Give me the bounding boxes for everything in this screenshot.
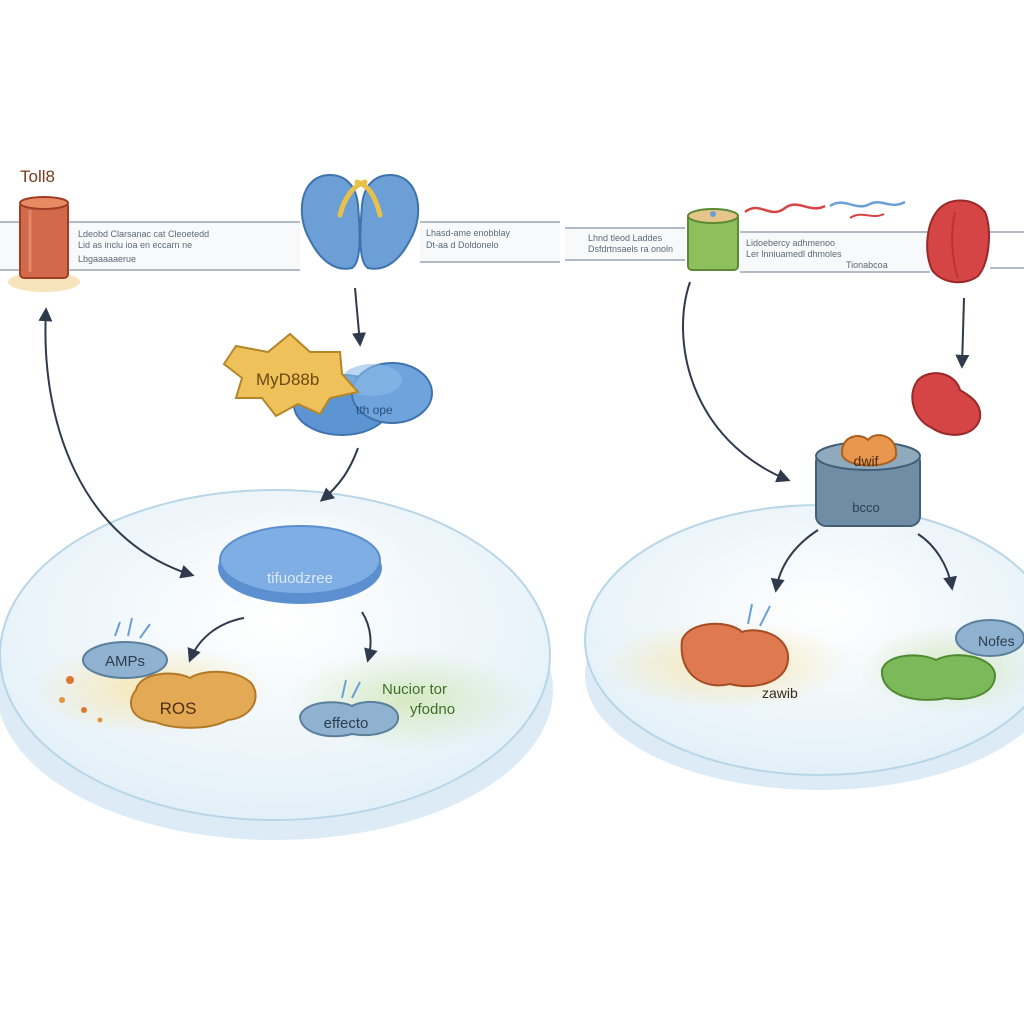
ligand-strands [744, 200, 906, 219]
effector-protein [298, 679, 400, 738]
arrows [38, 281, 970, 663]
ros-sparks [59, 676, 103, 723]
amps-protein [82, 617, 168, 679]
proteasome-complex [815, 434, 921, 527]
arrow-toll8-to-nucleus [38, 307, 195, 579]
membrane-text: Lhnd tleod Laddes [588, 233, 663, 243]
arrow-complex-to-green [917, 533, 957, 591]
green-effector [880, 654, 997, 701]
arrow-factor-to-effector [361, 611, 378, 663]
ros-protein [130, 670, 257, 729]
membrane-text: Lbgaaaaaerue [78, 254, 136, 264]
arrow-factor-to-ros [187, 617, 245, 663]
effector-note: yfodno [410, 701, 455, 718]
membrane-text: Tionabcoa [846, 260, 888, 270]
membrane-text: Dt-aa d Doldonelo [426, 240, 499, 250]
myd88-protein [222, 332, 360, 418]
proteasome-sublabel: bcco [852, 500, 879, 515]
red-receptor [926, 199, 990, 284]
membrane-text: Ler lnniuamedl dhmoles [746, 249, 842, 259]
membrane-right-a: Lhnd tleod Laddes Dsfdrtnsaels ra onoln [565, 227, 685, 261]
blue-effector [955, 619, 1024, 657]
toll8-label: Toll8 [20, 167, 55, 186]
membrane-edge-right [990, 231, 1024, 269]
membrane-middle: Lhasd-ame enobblay Dt-aa d Doldonelo [420, 221, 560, 263]
arrow-myd88-to-nucleus [319, 447, 359, 502]
arrow-dimer-to-myd88 [352, 287, 366, 347]
arrow-green-receptor-to-complex [682, 281, 791, 483]
red-adaptor [911, 372, 982, 436]
myd88-partner-label: tth ope [356, 403, 393, 417]
ros-label: ROS [160, 699, 197, 718]
orange-effector [680, 603, 790, 688]
arrow-red-receptor-to-adaptor [955, 297, 970, 369]
membrane-text: Ldeobd Clarsanac cat Cleoetedd [78, 229, 209, 239]
membrane-text: Dsfdrtnsaels ra onoln [588, 244, 673, 254]
membrane-right-b: Lidoebercy adhmenoo Ler lnniuamedl dhmol… [740, 231, 930, 273]
proteasome-label: dwif [854, 453, 879, 469]
amps-label: AMPs [105, 653, 145, 670]
myd88-label: MyD88b [256, 370, 319, 389]
membrane-text: Lid as inclu ioa en eccarn ne [78, 240, 192, 250]
green-receptor [687, 208, 739, 271]
green-effector-label: Nofes [978, 633, 1015, 649]
nucleus-factor [218, 525, 382, 604]
effector-label: effecto [324, 715, 369, 732]
membrane-text: Lhasd-ame enobblay [426, 228, 511, 238]
dimer-receptor [300, 173, 420, 270]
membrane-text: Lidoebercy adhmenoo [746, 238, 835, 248]
arrow-complex-to-orange [770, 529, 819, 593]
toll8-receptor [8, 196, 80, 292]
orange-effector-label: zawib [762, 685, 798, 701]
effector-note: Nucior tor [382, 681, 447, 698]
nucleus-factor-label: tifuodzree [267, 570, 333, 587]
